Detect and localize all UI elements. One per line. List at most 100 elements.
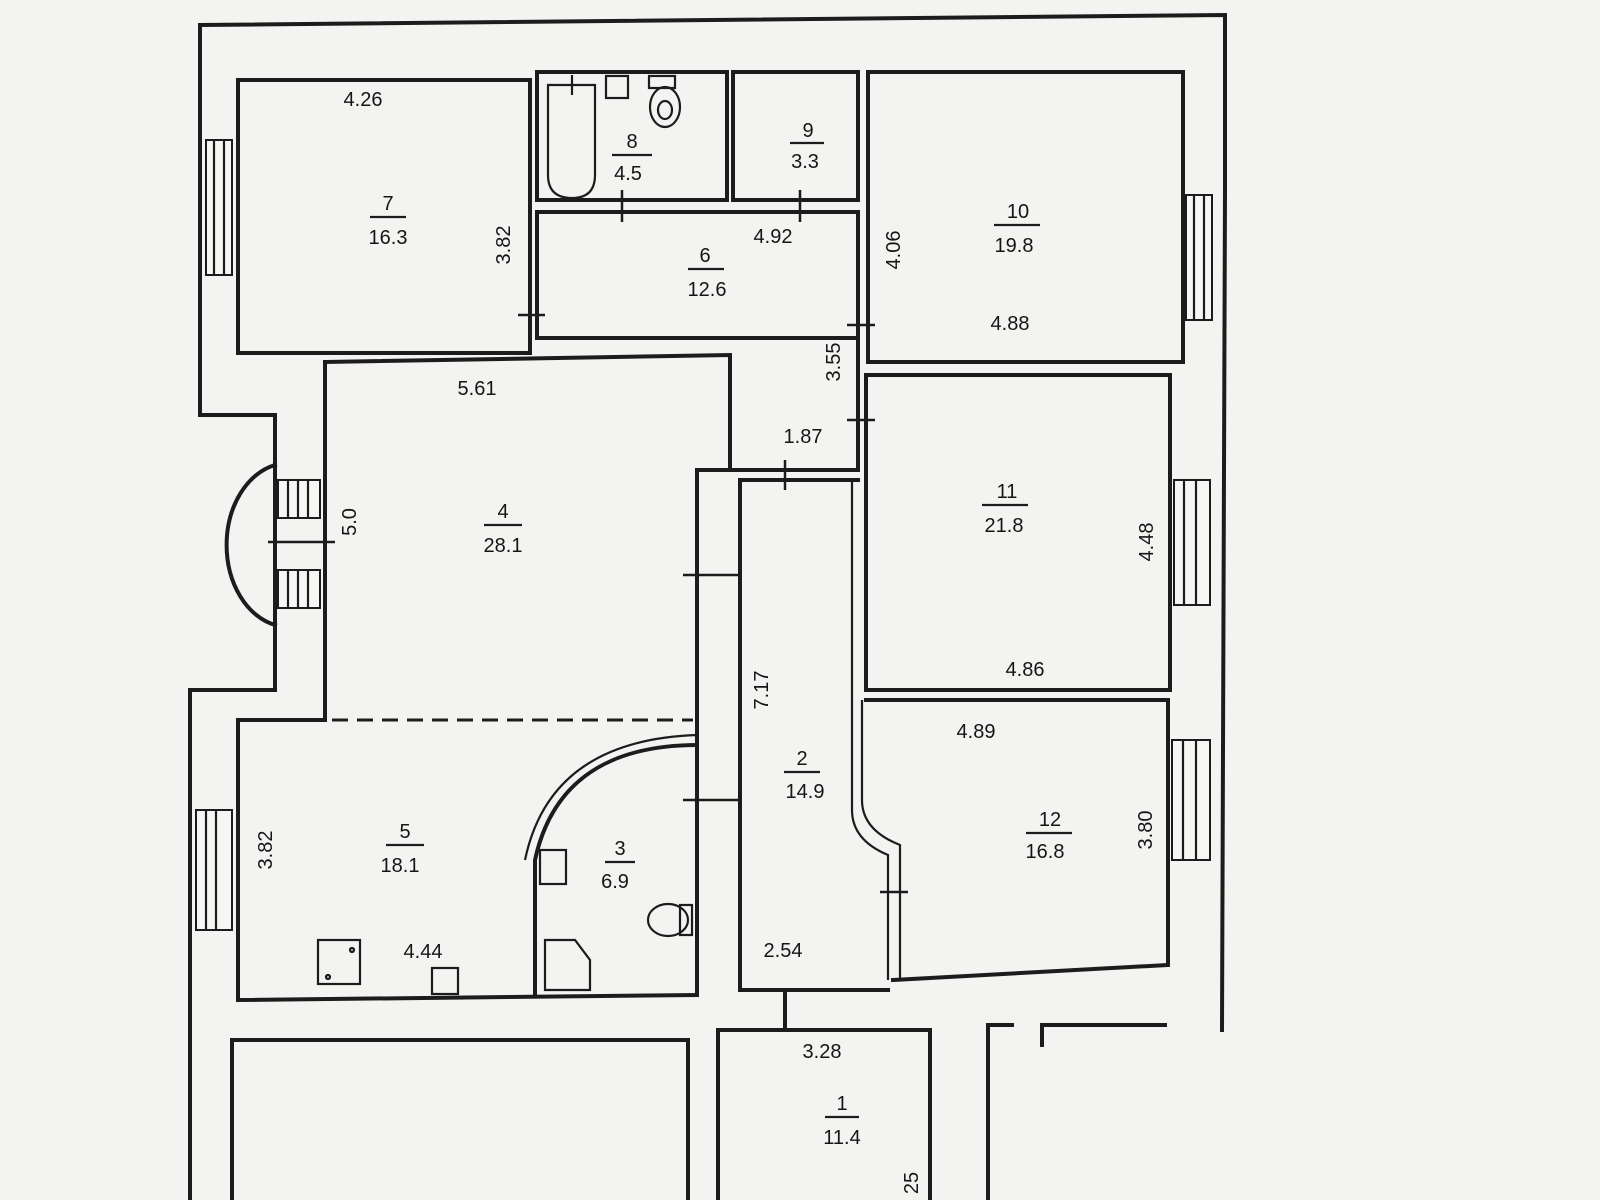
room-5-walls [236,718,700,1003]
dim-room6-width: 4.92 [754,226,793,248]
room-12-curved-wall-outer [850,478,890,980]
bay-window-arc [224,462,278,628]
door-markers [268,190,908,894]
dim-room11-depth: 4.48 [1136,523,1158,562]
room-4-walls [322,352,732,722]
room-number: 6 [699,245,710,267]
dim-corridor-upper: 3.55 [823,343,845,382]
dim-room5-depth: 3.82 [255,831,277,870]
window-room-5 [195,809,233,931]
room-6-label: 6 12.6 [688,245,727,301]
sink-icon [604,74,630,100]
room-12-curved-wall [860,700,902,980]
room-3-toilet-icon [646,902,690,938]
room-number: 10 [1007,201,1029,223]
dim-room7-depth: 3.82 [493,226,515,265]
room-area: 16.3 [369,227,408,249]
exterior-walls [188,12,1228,1062]
room-area: 3.3 [791,151,819,173]
room-area: 14.9 [786,781,825,803]
room-number: 7 [382,193,393,215]
dim-room11-width: 4.86 [1006,659,1045,681]
lower-left-wall [230,1038,690,1200]
dim-room1-width: 3.28 [803,1041,842,1063]
lower-right-wall [986,1023,1014,1200]
room-5-label: 5 18.1 [381,821,424,877]
room-number: 3 [614,838,625,860]
room-area: 11.4 [823,1127,860,1149]
room-3-label: 3 6.9 [601,838,635,893]
room-7-label: 7 16.3 [369,193,408,249]
shower-tray-icon [543,938,592,992]
room-number: 2 [796,748,807,770]
outer-wall-right [1219,187,1228,1033]
room-area: 21.8 [985,515,1024,537]
room-11-label: 11 21.8 [982,481,1028,537]
room-6-walls [535,210,860,340]
dim-room10-width: 4.88 [991,313,1030,335]
toilet-icon [648,85,682,129]
corridor-upper-wall [728,336,860,472]
bathtub-icon [546,83,597,200]
dim-room10-depth: 4.06 [883,231,905,270]
window-room-11 [1173,479,1211,606]
outer-wall-top [198,12,1227,417]
room-4-label: 4 28.1 [484,501,523,557]
room-9-walls [731,70,860,202]
room-number: 9 [802,120,813,142]
dim-room5-width: 4.44 [404,941,443,963]
dimension-labels: 4.26 3.82 4.92 4.06 4.88 3.55 5.61 5.0 1… [255,89,1158,1194]
room-number: 5 [399,821,410,843]
room-number: 8 [626,131,637,153]
dim-corridor-width: 1.87 [784,426,823,448]
room-area: 18.1 [381,855,420,877]
room-9-label: 9 3.3 [790,120,824,173]
room-area: 19.8 [995,235,1034,257]
dim-room2-width: 2.54 [764,940,803,962]
room-number: 12 [1039,809,1061,831]
room-8-label: 8 4.5 [612,131,652,185]
room-number: 11 [997,481,1018,503]
stove-icon [316,938,362,986]
dim-room12-depth: 3.80 [1135,811,1157,850]
room-2-label: 2 14.9 [784,748,824,803]
dim-room7-width: 4.26 [344,89,383,111]
lower-right-wall-2 [1040,1023,1167,1047]
dim-corridor-length: 7.17 [751,671,773,710]
room-area: 4.5 [614,163,642,185]
room-labels: 7 16.3 8 4.5 9 3.3 6 12.6 10 19.8 4 28.1 [369,120,1072,1149]
room-area: 6.9 [601,871,629,893]
room-10-walls [866,70,1185,364]
room-3-curved-wall [533,742,700,997]
room-area: 12.6 [688,279,727,301]
stove-burner-icon [324,973,332,981]
kitchen-sink-icon [430,966,460,996]
dim-room12-width: 4.89 [957,721,996,743]
stove-burner-icon [348,946,356,954]
room-12-walls [864,698,1170,983]
outer-wall-left [188,413,277,1062]
room-8-walls [535,70,729,202]
toilet-tank-icon [647,74,677,90]
dim-room1-depth: 25 [901,1172,923,1194]
dim-room4-width: 5.61 [458,378,497,400]
room-number: 1 [836,1093,847,1115]
room-2-walls [738,478,890,992]
room-10-label: 10 19.8 [994,201,1040,257]
window-room-10 [1185,194,1213,321]
room-1-label: 1 11.4 [823,1093,860,1149]
windows [195,139,1213,931]
room-3-curved-inner [523,733,698,861]
room-7-walls [236,78,532,355]
window-room-12 [1171,739,1211,861]
room-area: 28.1 [484,535,523,557]
window-room-7 [205,139,233,276]
room-number: 4 [497,501,508,523]
room-3-sink-icon [538,848,568,886]
toilet-seat-icon [656,99,674,121]
dim-room4-depth: 5.0 [339,508,361,536]
room-area: 16.8 [1026,841,1065,863]
room-1-walls [716,1028,932,1200]
room-3-toilet-tank-icon [678,903,694,937]
